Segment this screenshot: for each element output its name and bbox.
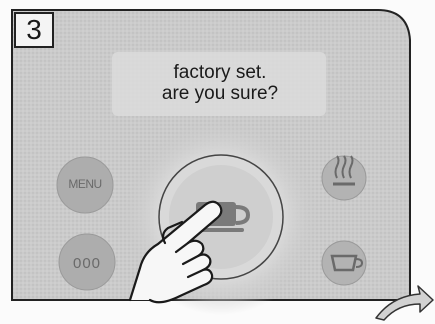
display-line-2: are you sure? [120,83,320,104]
step-number: 3 [26,14,42,46]
step-number-badge: 3 [14,12,54,48]
display-line-1: factory set. [120,62,320,83]
dots-button-label: 000 [57,255,117,272]
hot-water-button[interactable] [322,241,366,285]
display-message: factory set. are you sure? [120,62,320,104]
menu-button-label: MENU [55,177,115,191]
